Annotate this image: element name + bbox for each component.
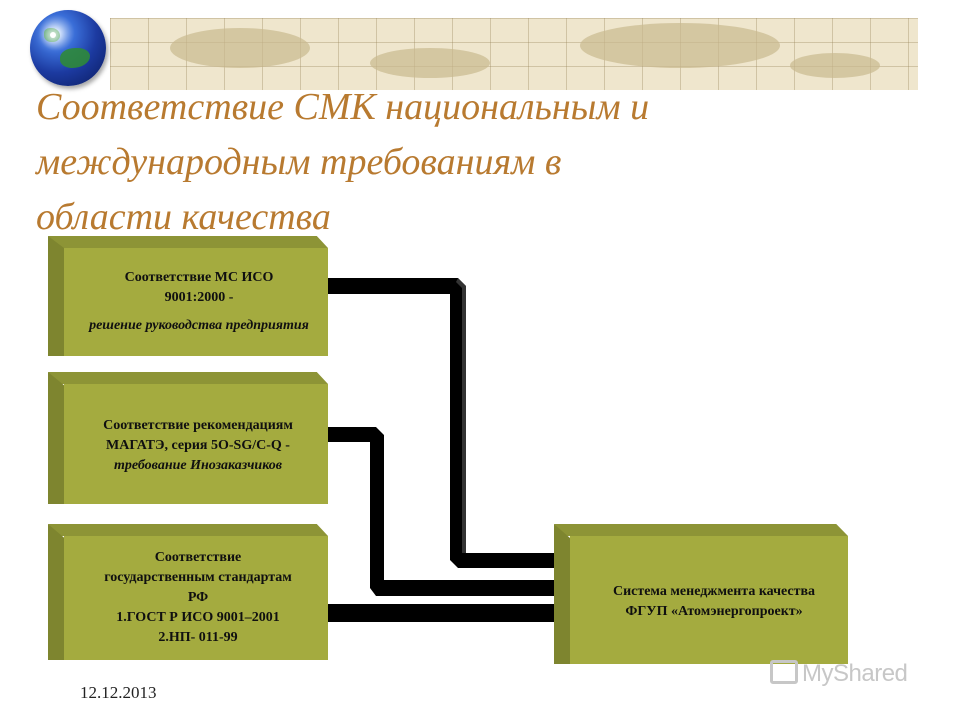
arrow-gost bbox=[312, 604, 572, 624]
slide-date: 12.12.2013 bbox=[80, 683, 157, 702]
box-iaea-note: требование Инозаказчиков bbox=[113, 458, 283, 473]
target-box-qms: Система менеджмента качества ФГУП «Атомэ… bbox=[554, 524, 848, 664]
globe-icon bbox=[30, 10, 106, 86]
arrow-iso bbox=[312, 278, 572, 568]
watermark: MyShared bbox=[770, 660, 908, 688]
box-iso-note: решение руководства предприятия bbox=[89, 318, 309, 333]
map-continent bbox=[580, 23, 780, 68]
target-box-label: Система менеджмента качества ФГУП «Атомэ… bbox=[612, 584, 816, 619]
map-continent bbox=[370, 48, 490, 78]
arrow-iaea bbox=[312, 427, 572, 596]
slide-title: Соответствие СМК национальным и междунар… bbox=[36, 86, 650, 238]
box-iaea-title: Соответствие рекомендациям МАГАТЭ, серия… bbox=[103, 418, 293, 453]
presentation-icon bbox=[770, 660, 798, 684]
box-gost-item-2: 2.НП- 011-99 bbox=[158, 630, 238, 645]
requirement-box-iso: Соответствие МС ИСО 9001:2000 - решение … bbox=[48, 236, 328, 356]
box-gost-title: Соответствие государственным стандартам … bbox=[104, 550, 292, 605]
world-map-banner bbox=[110, 18, 918, 90]
box-iso-title: Соответствие МС ИСО 9001:2000 - bbox=[124, 270, 274, 305]
requirement-box-gost: Соответствие государственным стандартам … bbox=[48, 524, 328, 660]
map-continent bbox=[790, 53, 880, 78]
box-gost-item-1: 1.ГОСТ Р ИСО 9001–2001 bbox=[116, 610, 280, 625]
requirement-box-iaea: Соответствие рекомендациям МАГАТЭ, серия… bbox=[48, 372, 328, 504]
map-continent bbox=[170, 28, 310, 68]
watermark-label: MyShared bbox=[802, 660, 908, 687]
